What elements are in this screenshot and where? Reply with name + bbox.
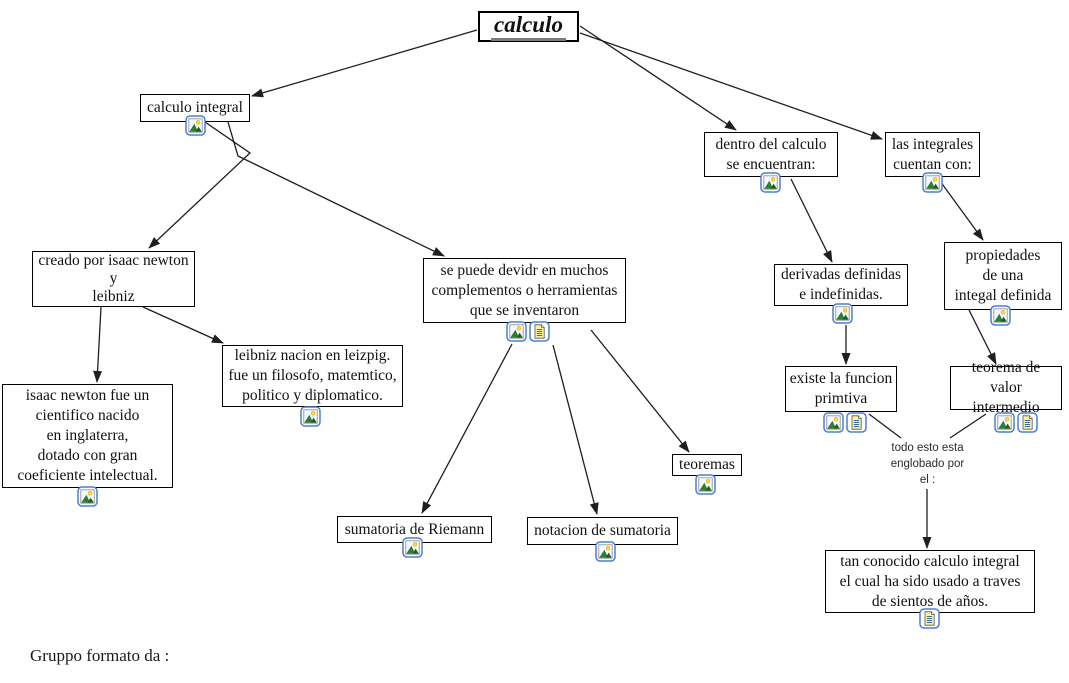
text-resource-icon[interactable] (846, 412, 867, 433)
image-resource-icon[interactable] (990, 305, 1011, 326)
image-resource-icon[interactable] (595, 541, 616, 562)
concept-newton-bio[interactable]: isaac newton fue un cientifico nacido en… (2, 384, 173, 488)
link-teorema-valor-to-phrase (949, 413, 987, 439)
concept-label: isaac newton fue un cientifico nacido en… (17, 387, 158, 484)
resource-icons (760, 172, 781, 193)
link-dividir-to-teoremas (590, 329, 690, 453)
link-calculo-to-calculo-integral (251, 29, 478, 98)
resource-icons (823, 412, 867, 433)
concept-label: notacion de sumatoria (534, 522, 671, 539)
link-calculo-integral-to-dividir (227, 121, 445, 257)
concept-label: derivadas definidas e indefinidas. (780, 266, 902, 303)
concept-label: tan conocido calculo integral el cual ha… (839, 552, 1021, 610)
image-resource-icon[interactable] (994, 412, 1015, 433)
resource-icons (77, 486, 98, 507)
concept-las-integrales[interactable]: las integrales cuentan con: (885, 132, 980, 177)
image-resource-icon[interactable] (823, 412, 844, 433)
concept-label: existe la funcion primtiva (789, 370, 893, 407)
image-resource-icon[interactable] (300, 406, 321, 427)
concept-se-puede-dividir[interactable]: se puede devidr en muchos complementos o… (423, 258, 626, 323)
resource-icons (922, 172, 943, 193)
image-resource-icon[interactable] (695, 474, 716, 495)
text-resource-icon[interactable] (1017, 412, 1038, 433)
link-creado-to-newton-bio (93, 306, 103, 383)
footer-note: Gruppo formato da : (30, 646, 170, 665)
concept-label: dentro del calculo se encuentran: (715, 135, 827, 173)
link-dentro-to-derivadas (790, 178, 833, 263)
link-calculo-integral-to-creado (148, 121, 252, 249)
concept-derivadas[interactable]: derivadas definidas e indefinidas. (774, 264, 908, 306)
image-resource-icon[interactable] (402, 537, 423, 558)
resource-icons (994, 412, 1038, 433)
concept-leibniz-bio[interactable]: leibniz nacion en leizpig. fue un filoso… (222, 345, 403, 407)
concept-label: sumatoria de Riemann (344, 520, 485, 538)
image-resource-icon[interactable] (922, 172, 943, 193)
text-resource-icon[interactable] (529, 321, 550, 342)
resource-icons (832, 303, 853, 324)
link-calculo-to-integrales (579, 32, 883, 140)
image-resource-icon[interactable] (506, 321, 527, 342)
resource-icons (595, 541, 616, 562)
concept-label: calculo (491, 12, 566, 41)
concept-calculo-integral[interactable]: calculo integral (140, 94, 250, 122)
link-existe-to-phrase (868, 413, 902, 439)
concept-label: teorema de valor intermedio (971, 359, 1041, 416)
resource-icons (185, 115, 206, 136)
resource-icons (919, 608, 940, 629)
concept-funcion-primitiva[interactable]: existe la funcion primtiva (785, 366, 897, 412)
concept-calculo[interactable]: calculo (478, 11, 579, 42)
concept-teorema-valor-intermedio[interactable]: teorema de valor intermedio (950, 359, 1062, 416)
link-calculo-to-dentro (579, 25, 737, 131)
image-resource-icon[interactable] (832, 303, 853, 324)
resource-icons (506, 321, 550, 342)
concept-label: las integrales cuentan con: (891, 135, 974, 173)
concept-creado-por-newton-leibniz[interactable]: creado por isaac newton y leibniz (32, 251, 195, 307)
concept-label: creado por isaac newton y leibniz (38, 252, 189, 305)
concept-label: propiedades de una integal definida (954, 247, 1052, 304)
link-dividir-to-sumatoria (421, 343, 513, 514)
link-dividir-to-notacion (552, 344, 599, 515)
resource-icons (990, 305, 1011, 326)
resource-icons (300, 406, 321, 427)
link-integrales-to-propiedades (939, 180, 984, 241)
image-resource-icon[interactable] (185, 115, 206, 136)
text-resource-icon[interactable] (919, 608, 940, 629)
resource-icons (695, 474, 716, 495)
image-resource-icon[interactable] (760, 172, 781, 193)
concept-label: teoremas (679, 456, 735, 473)
link-creado-to-leibniz-bio (142, 306, 224, 344)
concept-dentro-del-calculo[interactable]: dentro del calculo se encuentran: (704, 132, 838, 177)
link-propiedades-to-teorema-valor (968, 309, 997, 365)
concept-label: se puede devidr en muchos complementos o… (431, 261, 618, 319)
concept-teoremas[interactable]: teoremas (672, 454, 742, 476)
concept-tan-conocido-calculo[interactable]: tan conocido calculo integral el cual ha… (825, 550, 1035, 613)
concept-label: leibniz nacion en leizpig. fue un filoso… (228, 347, 397, 404)
concept-propiedades-integral[interactable]: propiedades de una integal definida (944, 242, 1062, 310)
linking-phrase-englobado[interactable]: todo esto esta englobado por el : (890, 442, 965, 486)
image-resource-icon[interactable] (77, 486, 98, 507)
resource-icons (402, 537, 423, 558)
concept-label: calculo integral (147, 99, 243, 116)
